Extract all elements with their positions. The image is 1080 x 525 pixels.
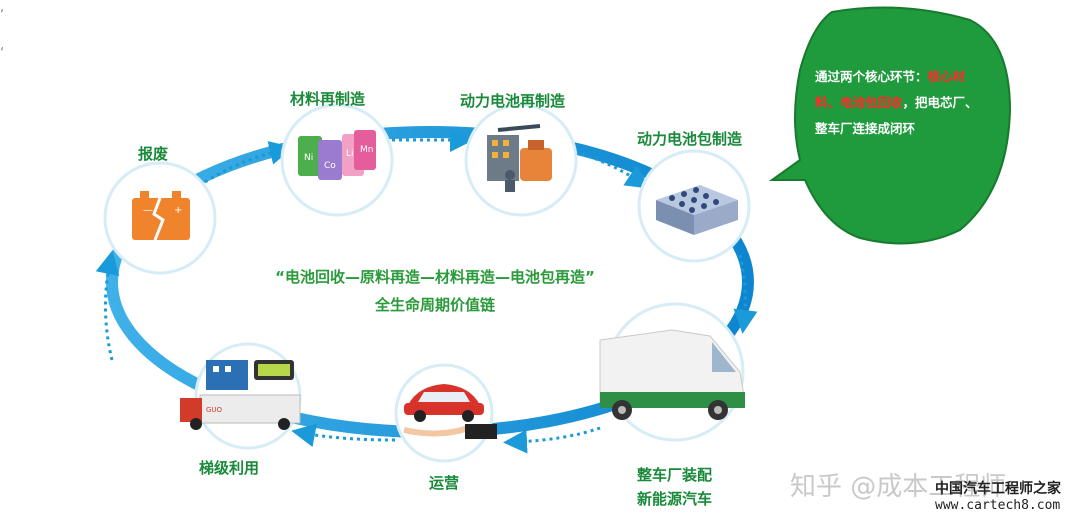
stray-mark: ‘ — [0, 8, 5, 23]
operation-node — [394, 363, 497, 463]
stray-mark: ‘ — [0, 46, 5, 61]
bubble-part1: 通过两个核心环节： — [815, 69, 928, 84]
zhihu-watermark: 知乎 @成本工程师 — [790, 472, 1007, 502]
label-scrap: 报废 — [138, 145, 169, 163]
truck-logo: GUO — [206, 406, 223, 414]
center-title: “电池回收—原料再造—材料再造—电池包再造” — [275, 268, 595, 286]
bubble-text: 通过两个核心环节：核心材料、电池包回收，把电芯厂、整车厂连接成闭环 — [815, 64, 985, 142]
bubble-part2: ，把电芯厂、整车厂连接成闭环 — [815, 95, 978, 136]
scrap-node: — + — [103, 161, 217, 275]
svg-text:—: — — [143, 205, 153, 216]
center-subtitle: 全生命周期价值链 — [374, 296, 495, 314]
arrow-oem-to-operation — [503, 426, 601, 454]
label-operation: 运营 — [429, 474, 460, 492]
cell-node — [464, 103, 578, 217]
label-material: 材料再制造 — [290, 90, 366, 108]
arrow-operation-to-cascade — [291, 423, 396, 448]
symbol-mn: Mn — [360, 145, 373, 155]
pack-node — [637, 149, 751, 263]
bubble-highlight: 核心材料、电池包回收 — [815, 69, 966, 110]
label-oem-line2: 新能源汽车 — [637, 490, 713, 508]
site-url-watermark: www.cartech8.com — [935, 498, 1061, 513]
label-pack: 动力电池包制造 — [637, 130, 743, 148]
arrow-cascade-to-scrap — [95, 250, 120, 361]
site-name-watermark: 中国汽车工程师之家 — [935, 481, 1061, 497]
label-oem-line1: 整车厂装配 — [637, 466, 713, 484]
cascade-node — [180, 342, 302, 450]
symbol-co: Co — [324, 161, 336, 171]
arrow-cell-to-pack — [574, 150, 650, 189]
symbol-li: Li — [346, 149, 354, 159]
oem-node — [599, 302, 746, 442]
material-node — [280, 103, 394, 217]
svg-text:+: + — [174, 205, 182, 216]
label-cascade: 梯级利用 — [199, 459, 260, 477]
label-cell: 动力电池再制造 — [460, 92, 566, 110]
symbol-ni: Ni — [304, 153, 313, 163]
arrow-scrap-to-material — [204, 141, 294, 184]
speech-bubble — [768, 6, 1012, 245]
